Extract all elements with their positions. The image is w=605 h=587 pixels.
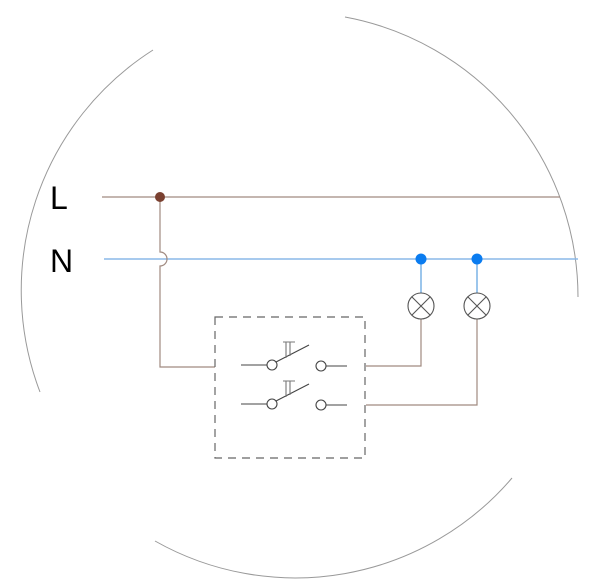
lamp-1-feed-wire: [366, 318, 422, 367]
frame-circle: [20, 16, 579, 579]
frame-arc-left: [20, 49, 154, 393]
line-junction-dot: [155, 192, 165, 202]
switch-1: [241, 341, 347, 372]
lamp-2-feed-wire: [366, 318, 478, 406]
neutral-junction-dot-2: [471, 253, 483, 265]
lamp-2-icon: [463, 292, 491, 320]
switch-2: [241, 380, 347, 411]
label-neutral: N: [50, 243, 74, 279]
frame-arc-bottom: [154, 477, 513, 579]
neutral-junction-dot-1: [415, 253, 427, 265]
double-switch-box: [214, 316, 366, 459]
frame-arc-right: [344, 16, 579, 298]
line-drop-wire: [159, 197, 215, 368]
label-line: L: [50, 180, 68, 216]
lamp-1-icon: [407, 292, 435, 320]
